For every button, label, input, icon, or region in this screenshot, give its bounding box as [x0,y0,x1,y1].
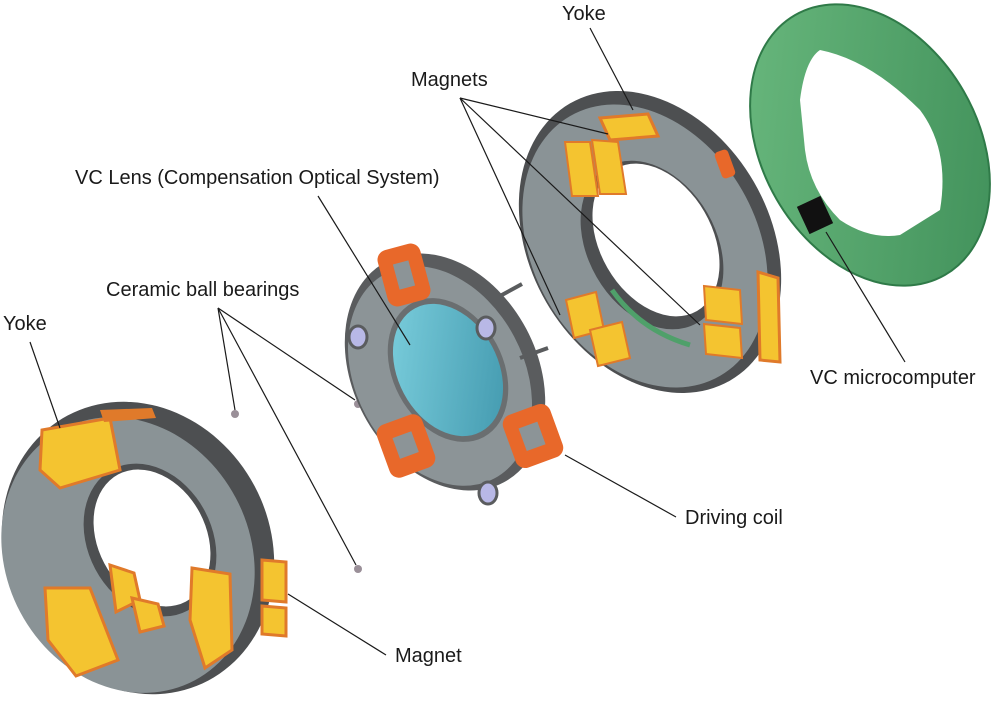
driving-coils [376,243,564,478]
ceramic-ball-bearings [231,400,362,573]
vc-microcomputer-chip [796,195,834,235]
leader-lines [29,27,906,656]
vc-lens-unit [344,243,564,506]
ceramic-ball [231,410,239,418]
vc-lens [392,303,504,437]
label-magnets: Magnets [411,69,488,91]
rear-yoke-assembly [1,401,288,695]
label-yoke-top: Yoke [562,3,606,25]
label-yoke-left: Yoke [3,313,47,335]
front-yoke-assembly [518,91,782,393]
label-magnet: Magnet [395,645,462,667]
label-driving-coil: Driving coil [685,507,783,529]
label-vc-lens: VC Lens (Compensation Optical System) [75,167,440,189]
label-ceramic-ball-bearings: Ceramic ball bearings [106,279,300,301]
vc-pcb [749,3,991,287]
rear-magnet [38,408,288,678]
front-magnets [563,112,782,368]
label-vc-microcomputer: VC microcomputer [810,367,976,389]
ceramic-ball [354,565,362,573]
bearing-seats [347,315,499,506]
